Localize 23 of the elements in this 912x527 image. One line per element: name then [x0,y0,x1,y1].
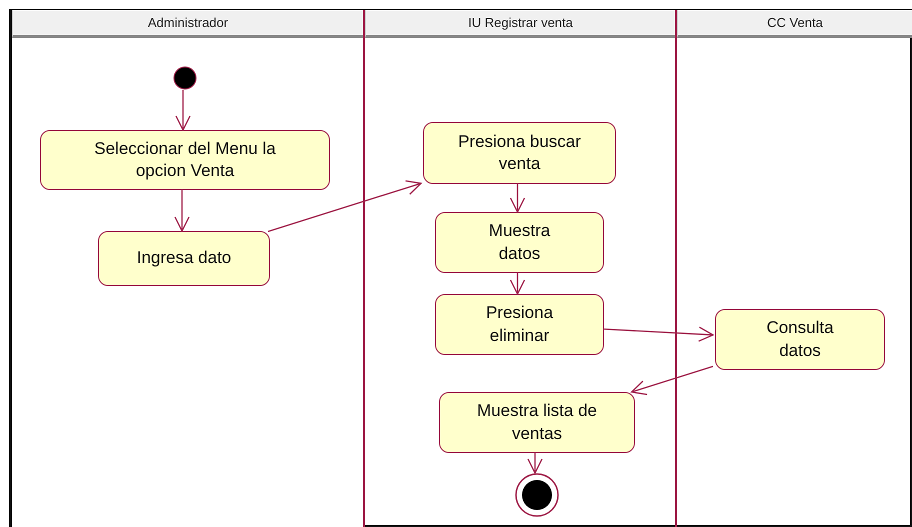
activity-box: Ingresa dato [98,231,270,286]
swimlane [10,10,363,527]
final-node [515,473,559,517]
swimlane [675,10,912,527]
activity-box: Consulta datos [715,309,885,370]
arrow [510,184,526,213]
activity-box: Presiona eliminar [435,294,604,355]
lane-header: IU Registrar venta [365,10,675,38]
arrow [174,190,190,232]
initial-node [173,66,197,90]
arrow [268,180,422,232]
arrow [510,273,526,295]
swimlane [363,10,675,527]
lane-header: Administrador [12,10,363,38]
activity-box: Presiona buscar venta [423,122,616,184]
lane-header: CC Venta [677,10,912,38]
arrow [527,453,543,474]
activity-box: Seleccionar del Menu la opcion Venta [40,130,330,190]
activity-box: Muestra datos [435,212,604,273]
arrow [602,326,714,342]
arrow [175,90,191,131]
activity-box: Muestra lista de ventas [439,392,635,453]
arrow [631,366,714,396]
